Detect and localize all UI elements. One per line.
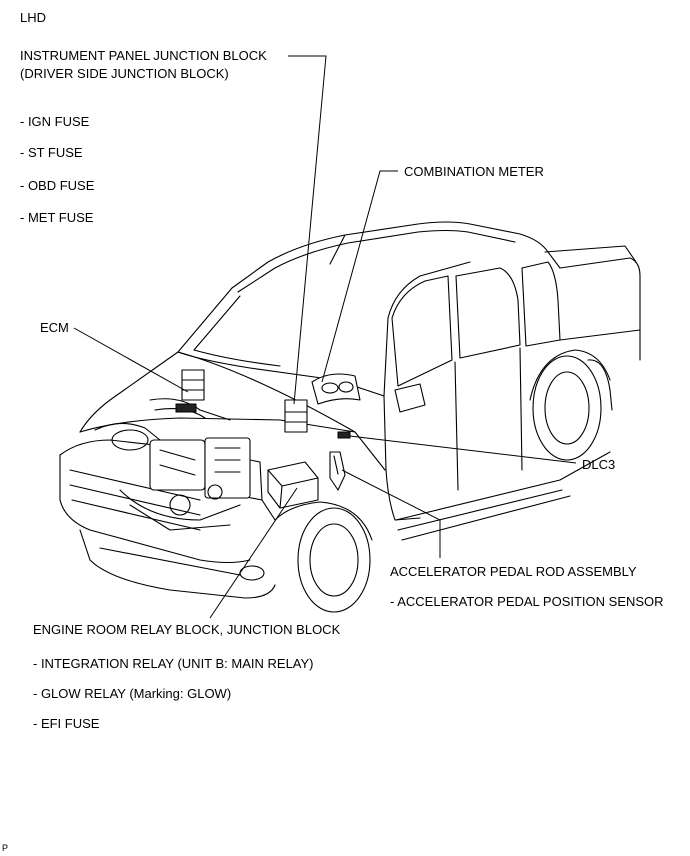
engine-bay: [94, 369, 319, 531]
engine-room-block-label: ENGINE ROOM RELAY BLOCK, JUNCTION BLOCK: [33, 622, 341, 637]
ecm-connector: [175, 403, 197, 413]
ipjb-label-line1: INSTRUMENT PANEL JUNCTION BLOCK: [20, 48, 267, 63]
truck-illustration: [59, 221, 641, 613]
accel-pedal-sensor-label: - ACCELERATOR PEDAL POSITION SENSOR: [390, 594, 664, 609]
combination-meter: [311, 373, 361, 405]
ecm-module: [181, 369, 205, 401]
obd-fuse-label: - OBD FUSE: [20, 178, 95, 193]
efi-fuse-label: - EFI FUSE: [33, 716, 100, 731]
figure-code: P: [2, 843, 9, 853]
ecm-label: ECM: [40, 320, 69, 335]
dlc3-label: DLC3: [582, 457, 616, 472]
met-fuse-label: - MET FUSE: [20, 210, 94, 225]
dlc3-connector: [337, 431, 351, 439]
lhd-label: LHD: [20, 10, 47, 25]
glow-relay-label: - GLOW RELAY (Marking: GLOW): [33, 686, 232, 701]
engine-room-relay-block: [267, 461, 319, 509]
st-fuse-label: - ST FUSE: [20, 145, 83, 160]
ign-fuse-label: - IGN FUSE: [20, 114, 90, 129]
leader-lines: [73, 55, 577, 619]
interior-parts: [284, 373, 361, 491]
ipjb-label-line2: (DRIVER SIDE JUNCTION BLOCK): [20, 66, 229, 81]
accel-pedal-rod-label: ACCELERATOR PEDAL ROD ASSEMBLY: [390, 564, 637, 579]
combination-meter-label: COMBINATION METER: [404, 164, 544, 179]
integration-relay-label: - INTEGRATION RELAY (UNIT B: MAIN RELAY): [33, 656, 314, 671]
instrument-panel-junction-block: [284, 399, 308, 433]
